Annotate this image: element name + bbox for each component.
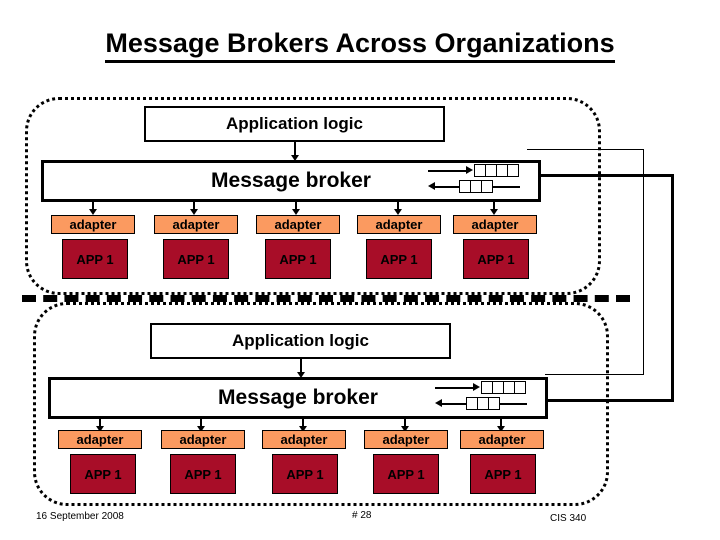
footer-page-number: # 28	[352, 510, 372, 521]
arrowhead-broker-to-adapter-top-4	[394, 209, 402, 215]
app-box-bottom-4[interactable]: APP 1	[373, 454, 439, 494]
arrowhead-applogic-to-broker-bottom	[297, 372, 305, 378]
app-label: APP 1	[380, 251, 418, 267]
arrowhead-broker-to-adapter-bottom-4	[401, 426, 409, 432]
organization-boundary-top	[25, 97, 601, 295]
adapter-box-top-4[interactable]: adapter	[357, 215, 441, 234]
queue-cell	[514, 381, 526, 394]
connector-broker-to-adapter-top-1	[92, 202, 94, 210]
app-label: APP 1	[387, 466, 425, 482]
adapter-box-bottom-5[interactable]: adapter	[460, 430, 544, 449]
connector-applogic-to-broker-bottom	[300, 359, 302, 373]
adapter-box-top-2[interactable]: adapter	[154, 215, 238, 234]
org-link-outer-bottom-segment	[545, 374, 644, 375]
connector-broker-to-adapter-bottom-3	[302, 419, 304, 427]
footer-date: 16 September 2008	[36, 511, 124, 522]
adapter-label: adapter	[69, 217, 117, 232]
queue-outbound-arrowhead-bottom	[473, 383, 480, 391]
adapter-box-bottom-2[interactable]: adapter	[161, 430, 245, 449]
arrowhead-broker-to-adapter-top-5	[490, 209, 498, 215]
app-label: APP 1	[184, 466, 222, 482]
app-box-bottom-3[interactable]: APP 1	[272, 454, 338, 494]
app-label: APP 1	[279, 251, 317, 267]
adapter-box-bottom-4[interactable]: adapter	[364, 430, 448, 449]
queue-inbound-arrowhead-bottom	[435, 399, 442, 407]
arrowhead-broker-to-adapter-top-3	[292, 209, 300, 215]
adapter-label: adapter	[179, 432, 227, 447]
connector-broker-to-adapter-bottom-2	[200, 419, 202, 427]
app-box-top-4[interactable]: APP 1	[366, 239, 432, 279]
adapter-label: adapter	[471, 217, 519, 232]
connector-applogic-to-broker-top	[294, 142, 296, 156]
org-link-inner-vertical	[671, 174, 674, 400]
app-box-bottom-5[interactable]: APP 1	[470, 454, 536, 494]
arrowhead-broker-to-adapter-bottom-1	[96, 426, 104, 432]
page-title-text: Message Brokers Across Organizations	[105, 28, 615, 63]
queue-outbound-line-top	[428, 170, 468, 172]
organization-divider	[22, 295, 630, 302]
application-logic-box-top[interactable]: Application logic	[144, 106, 445, 142]
message-broker-box-bottom[interactable]: Message broker	[48, 377, 548, 419]
page-title: Message Brokers Across Organizations	[0, 28, 720, 63]
org-link-outer-top-segment	[527, 149, 644, 150]
arrowhead-broker-to-adapter-bottom-3	[299, 426, 307, 432]
footer-course-code: CIS 340	[550, 513, 587, 524]
adapter-box-top-5[interactable]: adapter	[453, 215, 537, 234]
organization-boundary-bottom	[33, 302, 609, 506]
adapter-box-bottom-3[interactable]: adapter	[262, 430, 346, 449]
app-box-bottom-2[interactable]: APP 1	[170, 454, 236, 494]
queue-inbound-cells-top	[459, 180, 493, 193]
queue-outbound-cells-top	[474, 164, 519, 177]
connector-broker-to-adapter-top-3	[295, 202, 297, 210]
adapter-label: adapter	[382, 432, 430, 447]
app-label: APP 1	[477, 251, 515, 267]
connector-broker-to-adapter-bottom-4	[404, 419, 406, 427]
app-box-top-3[interactable]: APP 1	[265, 239, 331, 279]
connector-broker-to-adapter-bottom-1	[99, 419, 101, 427]
app-label: APP 1	[484, 466, 522, 482]
adapter-label: adapter	[478, 432, 526, 447]
arrowhead-applogic-to-broker-top	[291, 155, 299, 161]
queue-outbound-line-bottom	[435, 387, 475, 389]
queue-cell	[481, 180, 493, 193]
connector-broker-to-adapter-top-5	[493, 202, 495, 210]
adapter-label: adapter	[280, 432, 328, 447]
adapter-box-bottom-1[interactable]: adapter	[58, 430, 142, 449]
queue-inbound-cells-bottom	[466, 397, 500, 410]
connector-broker-to-adapter-top-4	[397, 202, 399, 210]
arrowhead-broker-to-adapter-bottom-2	[197, 426, 205, 432]
adapter-label: adapter	[172, 217, 220, 232]
arrowhead-broker-to-adapter-top-1	[89, 209, 97, 215]
queue-cell	[507, 164, 519, 177]
app-label: APP 1	[177, 251, 215, 267]
queue-inbound-arrowhead-top	[428, 182, 435, 190]
queue-outbound-cells-bottom	[481, 381, 526, 394]
adapter-box-top-1[interactable]: adapter	[51, 215, 135, 234]
application-logic-label-bottom: Application logic	[232, 331, 369, 350]
queue-outbound-arrowhead-top	[466, 166, 473, 174]
app-box-top-5[interactable]: APP 1	[463, 239, 529, 279]
app-box-bottom-1[interactable]: APP 1	[70, 454, 136, 494]
app-label: APP 1	[84, 466, 122, 482]
app-label: APP 1	[76, 251, 114, 267]
app-label: APP 1	[286, 466, 324, 482]
queue-cell	[488, 397, 500, 410]
arrowhead-broker-to-adapter-bottom-5	[497, 426, 505, 432]
application-logic-label-top: Application logic	[226, 114, 363, 133]
adapter-label: adapter	[274, 217, 322, 232]
app-box-top-2[interactable]: APP 1	[163, 239, 229, 279]
connector-broker-to-adapter-top-2	[193, 202, 195, 210]
app-box-top-1[interactable]: APP 1	[62, 239, 128, 279]
org-link-inner-top-segment	[540, 174, 674, 177]
adapter-label: adapter	[375, 217, 423, 232]
adapter-box-top-3[interactable]: adapter	[256, 215, 340, 234]
arrowhead-broker-to-adapter-top-2	[190, 209, 198, 215]
org-link-outer-vertical	[643, 149, 644, 375]
application-logic-box-bottom[interactable]: Application logic	[150, 323, 451, 359]
org-link-inner-bottom-segment	[548, 399, 674, 402]
adapter-label: adapter	[76, 432, 124, 447]
connector-broker-to-adapter-bottom-5	[500, 419, 502, 427]
